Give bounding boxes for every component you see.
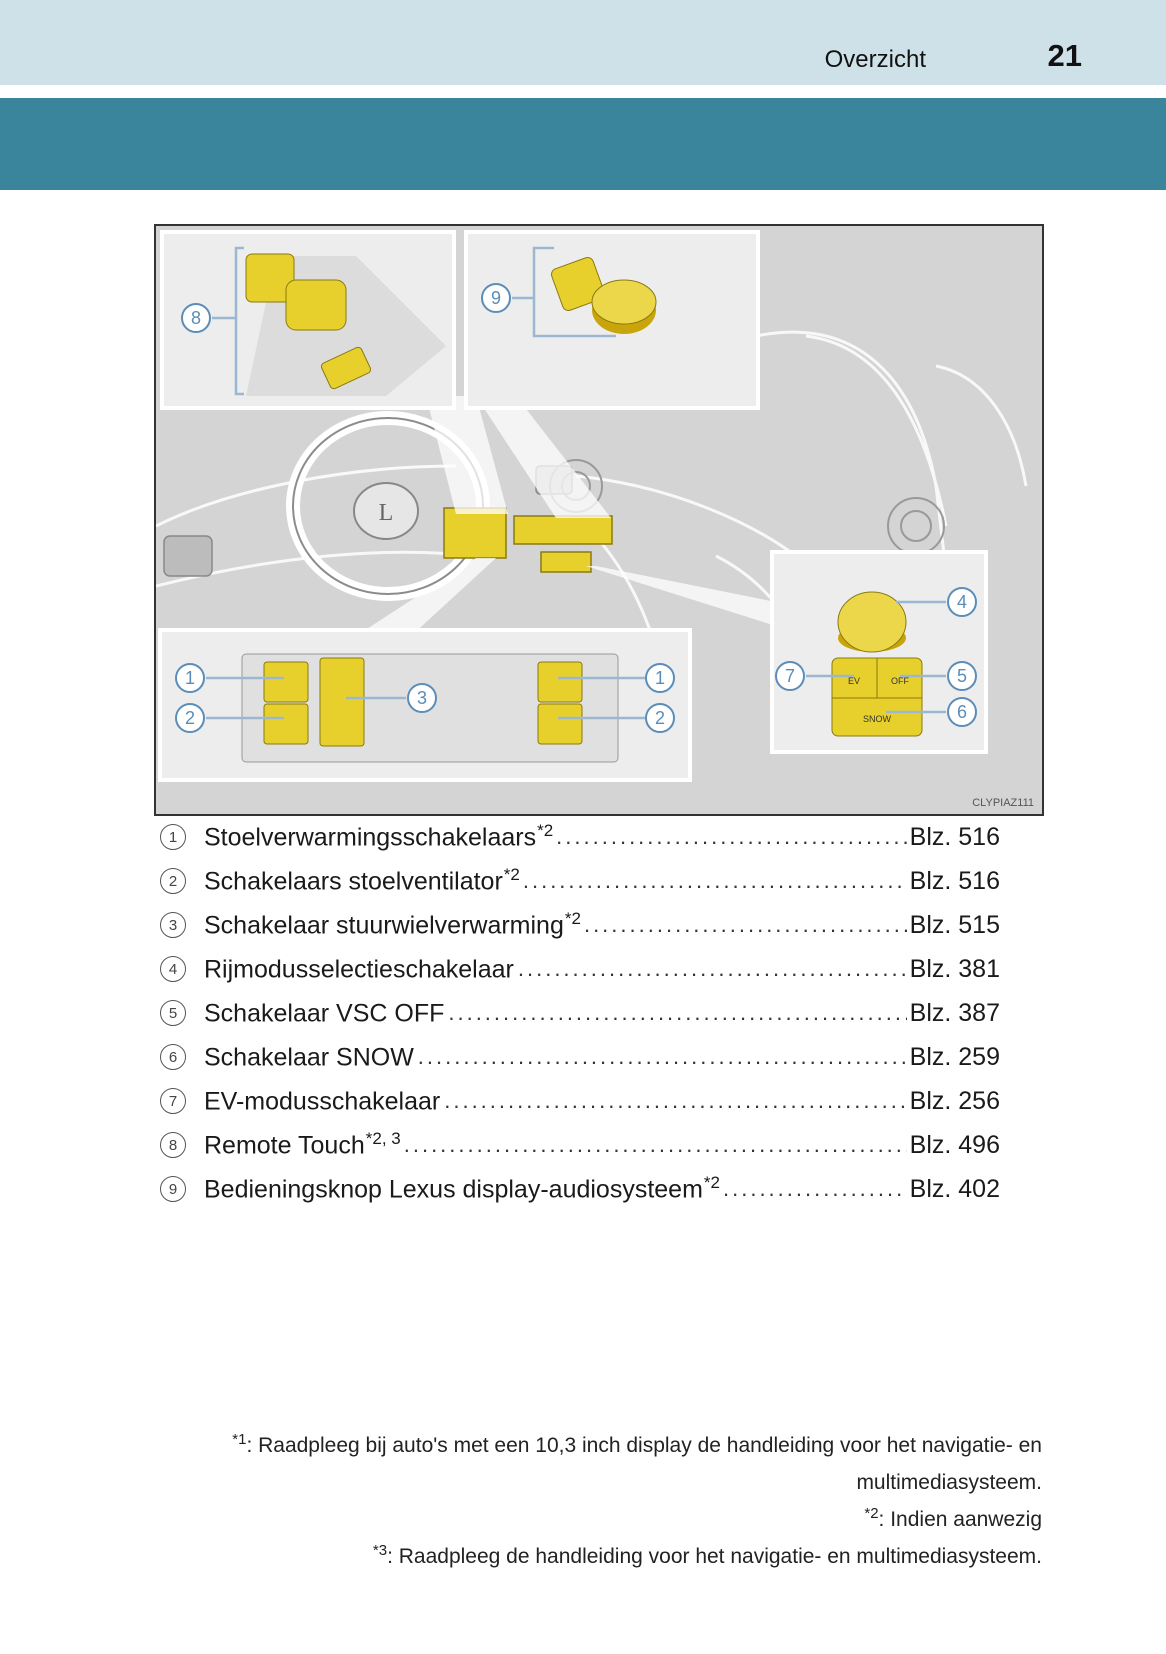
ev-switch-label: EV — [848, 676, 860, 686]
legend-page-ref: Blz. 259 — [909, 1042, 1000, 1071]
legend-footnote-mark: *2 — [564, 909, 581, 929]
legend-leader-dots: ........................................… — [517, 956, 907, 981]
callout-6: 6 — [947, 697, 977, 727]
svg-text:2: 2 — [185, 708, 195, 728]
legend-label: Bedieningsknop Lexus display-audiosystee… — [204, 1173, 720, 1204]
legend-item: 3 Schakelaar stuurwielverwarming*2 .....… — [160, 903, 1000, 947]
svg-text:1: 1 — [185, 668, 195, 688]
legend-item: 2 Schakelaars stoelventilator*2 ........… — [160, 859, 1000, 903]
legend-number: 1 — [160, 824, 186, 850]
inset-audio-knob — [464, 230, 760, 410]
legend-number: 6 — [160, 1044, 186, 1070]
inset-seat-switches — [158, 628, 692, 782]
legend-leader-dots: ........................................… — [403, 1132, 907, 1157]
svg-text:3: 3 — [417, 688, 427, 708]
footnote: multimediasysteem. — [856, 1471, 1042, 1494]
legend-label: Schakelaar VSC OFF — [204, 999, 445, 1028]
legend-number: 4 — [160, 956, 186, 982]
legend-number: 9 — [160, 1176, 186, 1202]
callout-1-left: 1 — [175, 663, 205, 693]
snow-switch-label: SNOW — [863, 714, 892, 724]
legend-item: 5 Schakelaar VSC OFF ...................… — [160, 991, 1000, 1035]
legend-page-ref: Blz. 381 — [909, 954, 1000, 983]
svg-text:9: 9 — [491, 288, 501, 308]
svg-text:8: 8 — [191, 308, 201, 328]
legend-label: EV-modusschakelaar — [204, 1087, 441, 1116]
legend-footnote-mark: *2 — [503, 865, 520, 885]
legend-number: 3 — [160, 912, 186, 938]
legend-label: Remote Touch*2, 3 — [204, 1129, 401, 1160]
callout-5: 5 — [947, 661, 977, 691]
legend-leader-dots: ........................................… — [556, 824, 906, 849]
legend-leader-dots: ........................................… — [723, 1176, 907, 1201]
legend-page-ref: Blz. 402 — [909, 1174, 1000, 1203]
legend-page-ref: Blz. 516 — [909, 866, 1000, 895]
zoom-connectors — [356, 396, 796, 636]
footnote: *3: Raadpleeg de handleiding voor het na… — [372, 1542, 1042, 1568]
legend-page-ref: Blz. 496 — [909, 1130, 1000, 1159]
legend-label: Schakelaar stuurwielverwarming*2 — [204, 909, 581, 940]
legend-item: 8 Remote Touch*2, 3 ....................… — [160, 1123, 1000, 1167]
callout-9: 9 — [481, 283, 511, 313]
footnote: *1: Raadpleeg bij auto's met een 10,3 in… — [232, 1431, 1042, 1457]
legend-number: 5 — [160, 1000, 186, 1026]
dashboard-illustration: L — [154, 224, 1044, 816]
accent-bar — [0, 98, 1166, 190]
legend-leader-dots: ........................................… — [583, 912, 907, 937]
figure-code: CLYPIAZ111 — [972, 797, 1034, 809]
legend-footnote-mark: *2, 3 — [365, 1129, 401, 1149]
section-title: Overzicht — [824, 46, 926, 73]
legend-item: 6 Schakelaar SNOW ......................… — [160, 1035, 1000, 1079]
legend-list: 1 Stoelverwarmingsschakelaars*2 ........… — [160, 815, 1000, 1211]
illustration-svg: L — [156, 226, 1042, 814]
callout-7: 7 — [775, 661, 805, 691]
legend-item: 7 EV-modusschakelaar ...................… — [160, 1079, 1000, 1123]
svg-text:L: L — [379, 500, 394, 526]
legend-leader-dots: ........................................… — [522, 868, 907, 893]
callout-markers: 1 2 3 1 2 4 5 6 7 8 9 — [175, 283, 977, 733]
legend-item: 9 Bedieningsknop Lexus display-audiosyst… — [160, 1167, 1000, 1211]
legend-leader-dots: ........................................… — [444, 1088, 906, 1113]
callout-2-left: 2 — [175, 703, 205, 733]
header-band — [0, 0, 1166, 85]
legend-page-ref: Blz. 387 — [909, 998, 1000, 1027]
legend-item: 4 Rijmodusselectieschakelaar ...........… — [160, 947, 1000, 991]
legend-footnote-mark: *2 — [703, 1173, 720, 1193]
callout-3: 3 — [407, 683, 437, 713]
svg-text:2: 2 — [655, 708, 665, 728]
legend-number: 2 — [160, 868, 186, 894]
callout-1-right: 1 — [645, 663, 675, 693]
callout-2-right: 2 — [645, 703, 675, 733]
legend-label: Schakelaar SNOW — [204, 1043, 414, 1072]
callout-4: 4 — [947, 587, 977, 617]
legend-footnote-mark: *2 — [537, 821, 554, 841]
legend-number: 7 — [160, 1088, 186, 1114]
legend-item: 1 Stoelverwarmingsschakelaars*2 ........… — [160, 815, 1000, 859]
legend-label: Stoelverwarmingsschakelaars*2 — [204, 821, 554, 852]
legend-leader-dots: ........................................… — [417, 1044, 907, 1069]
svg-text:4: 4 — [957, 592, 967, 612]
legend-page-ref: Blz. 516 — [909, 822, 1000, 851]
callout-8: 8 — [181, 303, 211, 333]
legend-leader-dots: ........................................… — [448, 1000, 906, 1025]
footnote: *2: Indien aanwezig — [864, 1505, 1042, 1531]
legend-page-ref: Blz. 515 — [909, 910, 1000, 939]
svg-text:6: 6 — [957, 702, 967, 722]
legend-label: Rijmodusselectieschakelaar — [204, 955, 514, 984]
svg-text:5: 5 — [957, 666, 967, 686]
vsc-switch-label: OFF — [891, 676, 909, 686]
svg-text:1: 1 — [655, 668, 665, 688]
legend-label: Schakelaars stoelventilator*2 — [204, 865, 520, 896]
footnotes: *1: Raadpleeg bij auto's met een 10,3 in… — [150, 1424, 1042, 1572]
legend-number: 8 — [160, 1132, 186, 1158]
svg-text:7: 7 — [785, 666, 795, 686]
page-number: 21 — [1047, 38, 1082, 73]
legend-page-ref: Blz. 256 — [909, 1086, 1000, 1115]
